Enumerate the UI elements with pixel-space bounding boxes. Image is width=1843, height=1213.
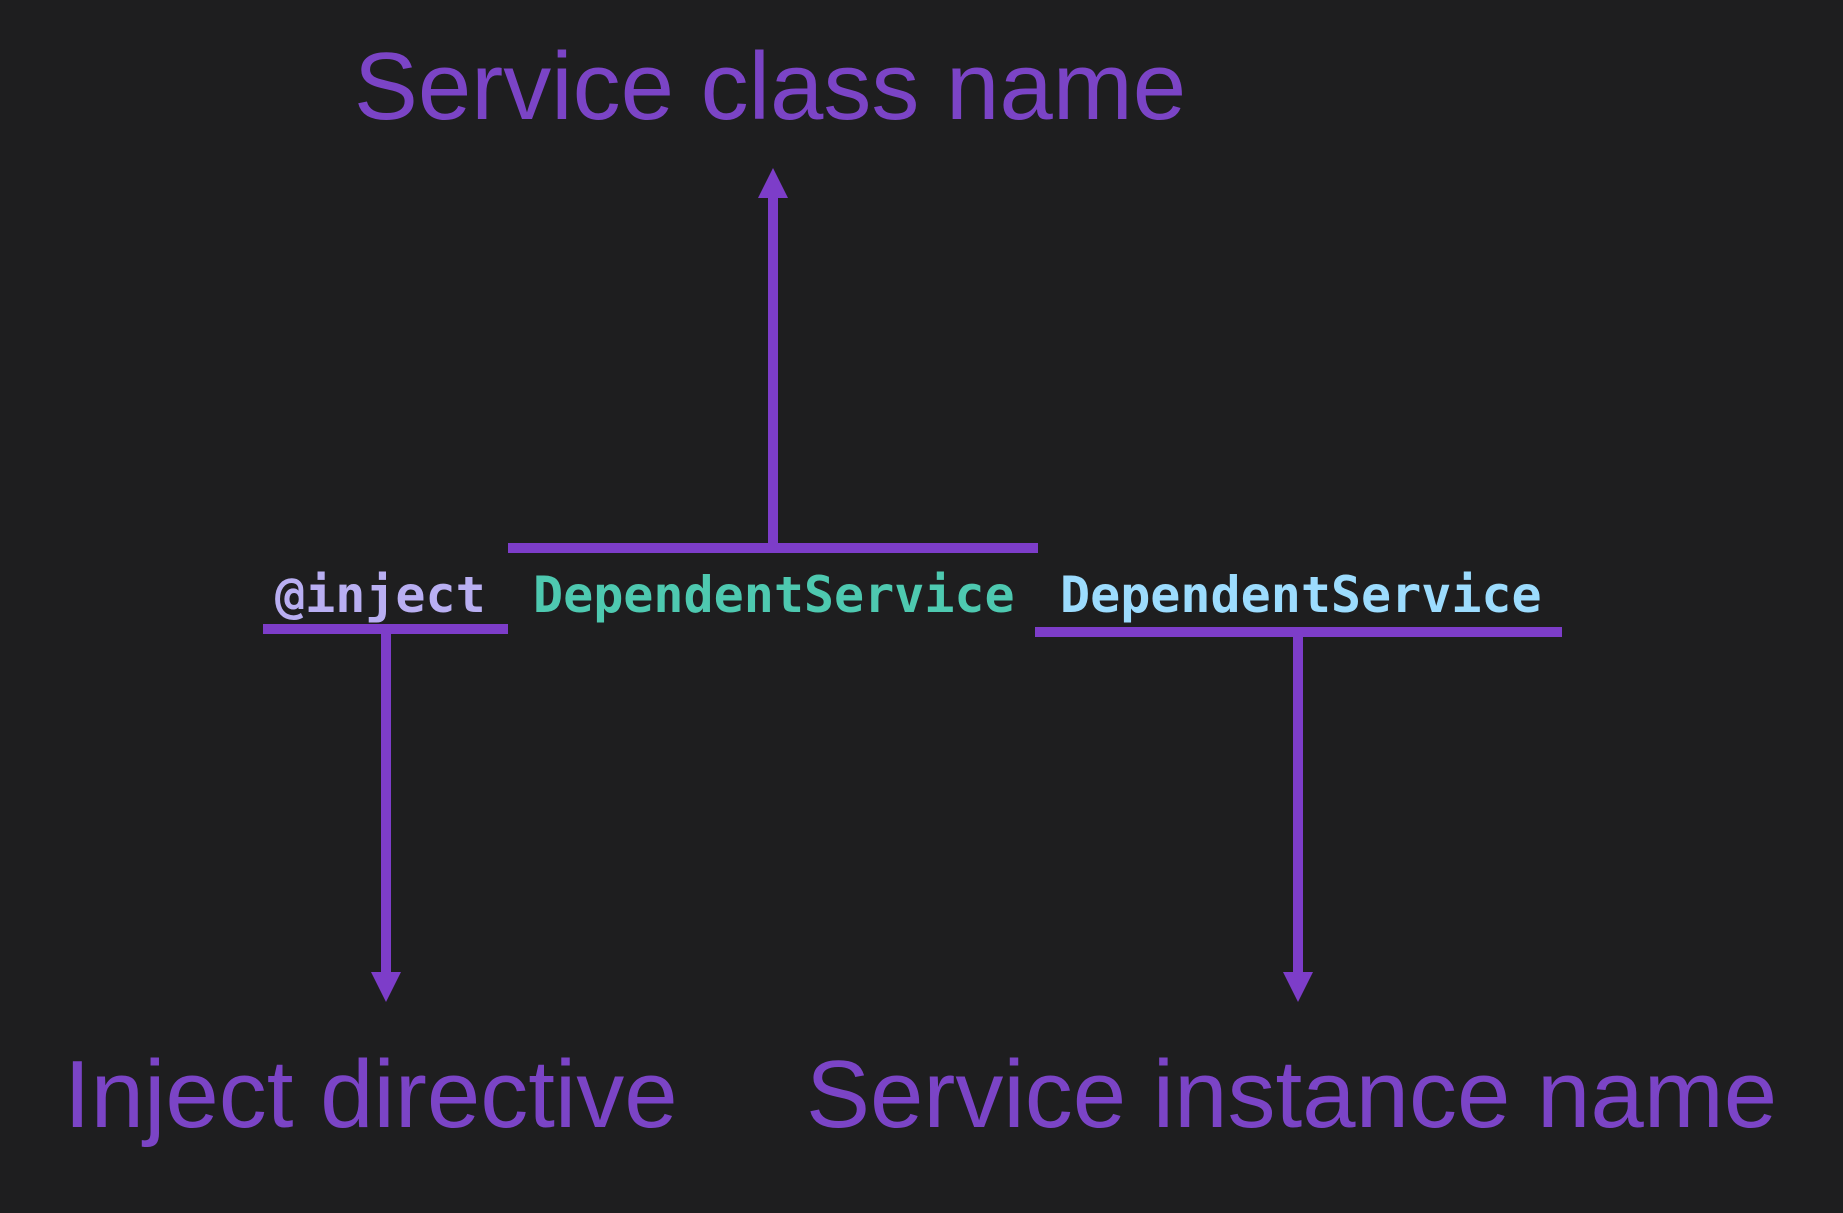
up-arrowhead-icon — [758, 168, 788, 198]
instance-arrow-stem — [1293, 637, 1303, 974]
inject-directive-token: @inject — [275, 566, 486, 624]
instance-underline — [1035, 627, 1562, 637]
service-class-token: DependentService — [533, 566, 1015, 624]
service-class-arrow-stem — [768, 196, 778, 543]
inject-arrow-stem — [381, 634, 391, 974]
service-instance-token: DependentService — [1060, 566, 1542, 624]
down-arrowhead-icon — [371, 972, 401, 1002]
service-instance-name-label: Service instance name — [806, 1041, 1778, 1148]
inject-directive-label: Inject directive — [64, 1041, 678, 1148]
inject-underline — [263, 624, 508, 634]
service-class-name-label: Service class name — [353, 33, 1187, 140]
service-class-overline — [508, 543, 1038, 553]
down-arrowhead-icon — [1283, 972, 1313, 1002]
